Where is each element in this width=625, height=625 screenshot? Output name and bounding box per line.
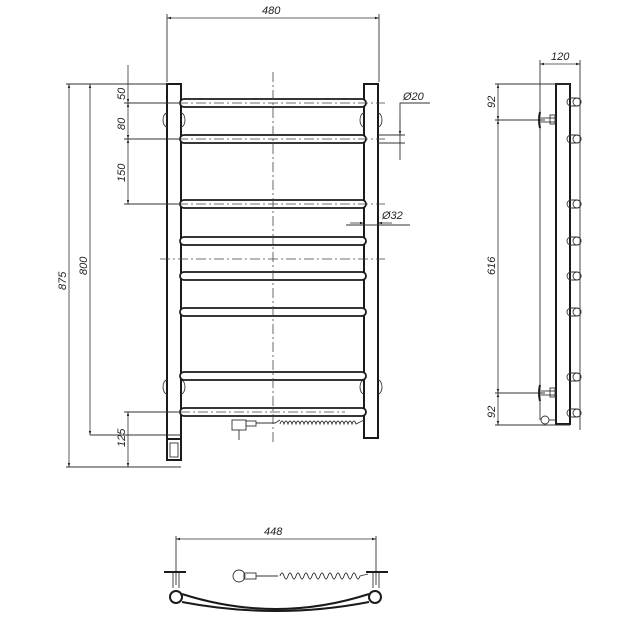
- dim-bar-pitch-80: 80: [116, 117, 128, 130]
- dim-height-875: 875: [57, 271, 69, 290]
- dim-bar-pitch-150: 150: [116, 163, 128, 182]
- dim-top-gap-50: 50: [116, 87, 128, 100]
- dim-width-480: 480: [262, 5, 281, 17]
- control-unit: [169, 442, 179, 458]
- dim-upright-diameter: Ø32: [381, 210, 403, 222]
- dim-top-offset-92: 92: [486, 96, 498, 108]
- dim-bottom-offset-92: 92: [486, 406, 498, 418]
- dim-mount-width-448: 448: [264, 526, 283, 538]
- dim-mount-spacing-616: 616: [486, 256, 498, 275]
- top-view: [164, 536, 388, 612]
- front-view: [66, 14, 430, 468]
- dim-depth-120: 120: [551, 51, 570, 63]
- dim-tube-diameter: Ø20: [402, 91, 425, 103]
- dim-height-800: 800: [78, 256, 90, 275]
- side-upright: [555, 83, 571, 425]
- side-view: [495, 60, 582, 430]
- left-upright: [166, 83, 182, 461]
- heating-cable: [231, 419, 365, 440]
- dim-bottom-125: 125: [116, 428, 128, 447]
- right-upright: [363, 83, 379, 439]
